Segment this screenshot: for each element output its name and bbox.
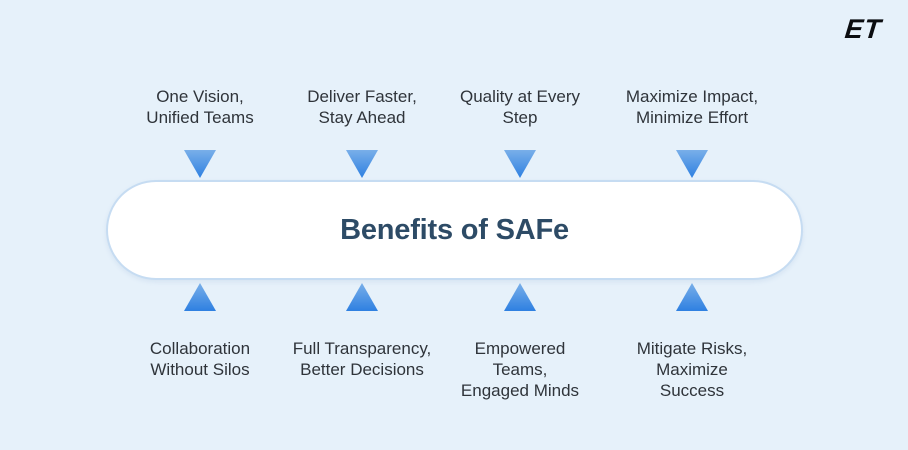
arrow-down-icon [504, 150, 536, 178]
top-benefit-label-4: Maximize Impact, Minimize Effort [625, 87, 759, 127]
arrow-up-icon [504, 283, 536, 311]
arrow-down-icon [184, 150, 216, 178]
arrow-up-icon [676, 283, 708, 311]
bottom-benefit-label-4: Mitigate Risks, Maximize Success [636, 339, 748, 400]
arrow-up-icon [346, 283, 378, 311]
benefits-pill: Benefits of SAFe [106, 180, 803, 280]
bottom-benefit-label-3: Empowered Teams, Engaged Minds [460, 339, 580, 400]
et-logo: ET [843, 14, 884, 44]
arrow-down-icon [676, 150, 708, 178]
top-benefit-label-1: One Vision, Unified Teams [146, 87, 254, 127]
top-benefit-label-2: Deliver Faster, Stay Ahead [307, 87, 417, 127]
bottom-benefit-label-1: Collaboration Without Silos [149, 339, 251, 379]
arrow-down-icon [346, 150, 378, 178]
arrow-up-icon [184, 283, 216, 311]
top-benefit-label-3: Quality at Every Step [460, 87, 580, 127]
bottom-benefit-label-2: Full Transparency, Better Decisions [292, 339, 432, 379]
diagram-title: Benefits of SAFe [340, 213, 569, 246]
